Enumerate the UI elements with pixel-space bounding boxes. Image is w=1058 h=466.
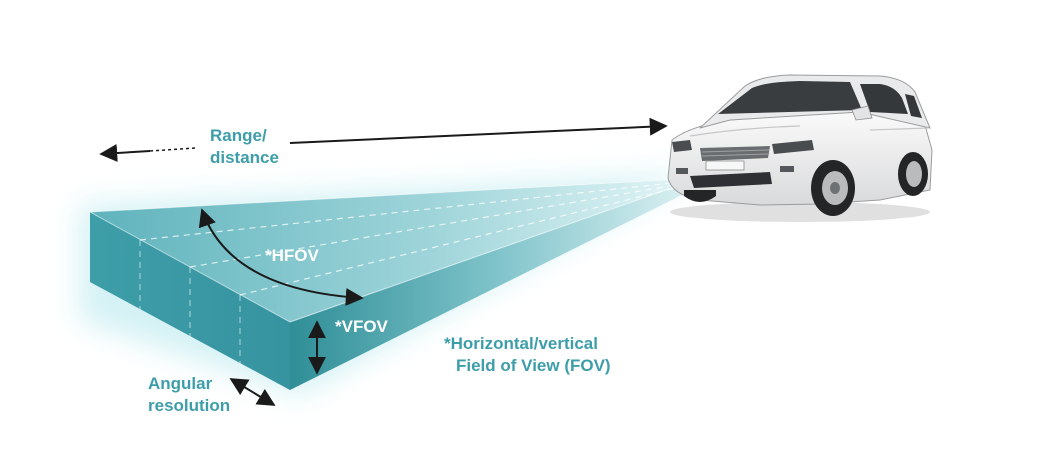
angular-label-line1: Angular (148, 374, 213, 393)
angular-resolution-arrow (229, 378, 276, 406)
suv-car-icon (667, 74, 933, 222)
fov-label: *Horizontal/vertical Field of View (FOV) (444, 333, 611, 377)
hfov-curved-arrow (198, 208, 364, 306)
fov-label-line2: Field of View (FOV) (456, 356, 611, 375)
range-arrow (99, 117, 668, 162)
angular-label-line2: resolution (148, 396, 231, 415)
vfov-label: *VFOV (335, 317, 388, 336)
range-label-line1: Range/ (210, 126, 267, 145)
fov-label-line1: *Horizontal/vertical (444, 334, 598, 353)
hfov-label: *HFOV (265, 246, 319, 265)
range-label-line2: distance (210, 148, 279, 167)
angular-resolution-label: Angular resolution (148, 373, 230, 417)
range-distance-label: Range/ distance (210, 125, 279, 169)
beam-front-face (290, 178, 700, 390)
